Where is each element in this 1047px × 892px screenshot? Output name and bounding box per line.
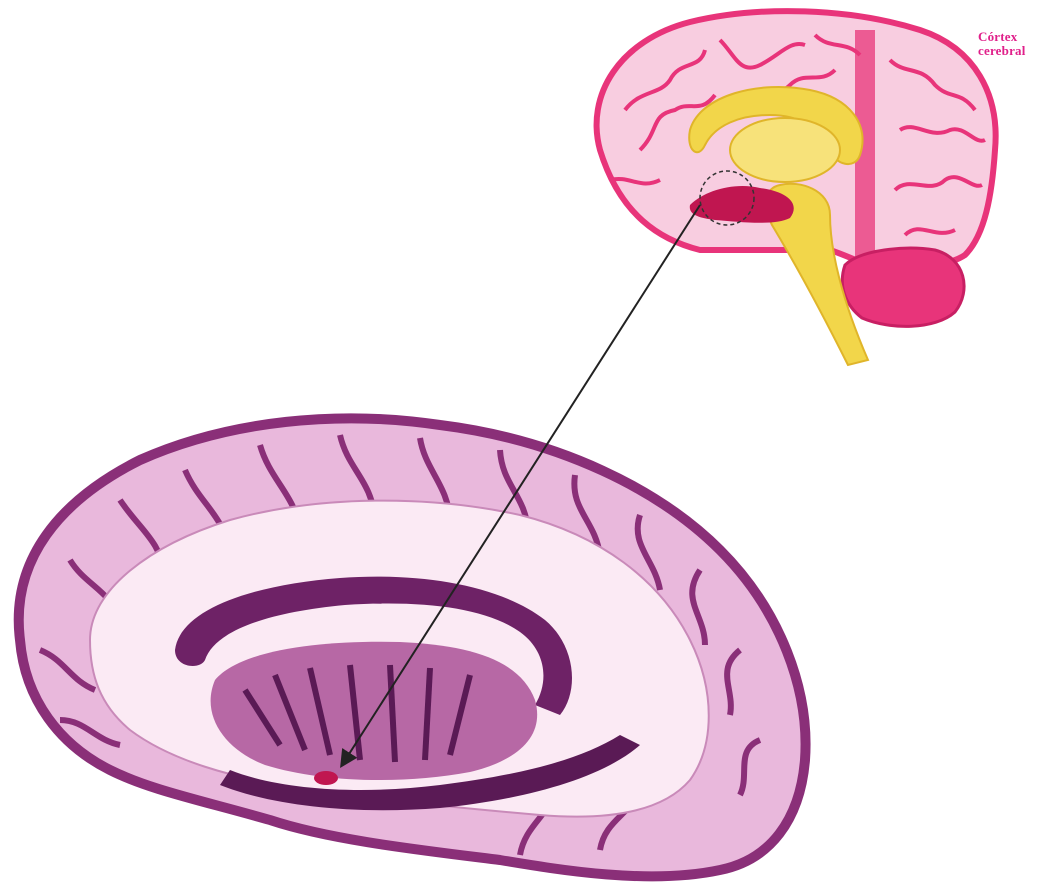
target-region — [314, 771, 338, 785]
thalamus — [730, 118, 840, 182]
label-line-2: cerebral — [978, 44, 1026, 58]
upper-brain-sagittal — [597, 11, 996, 365]
lower-brain-medial — [19, 418, 806, 876]
cerebral-cortex-label: Córtex cerebral — [978, 30, 1026, 58]
cerebellum — [842, 248, 964, 326]
label-line-1: Córtex — [978, 30, 1026, 44]
